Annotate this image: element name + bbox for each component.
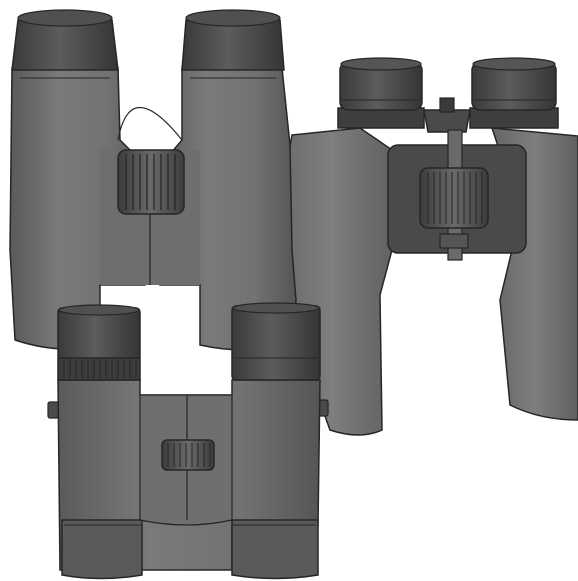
compact-right-barrel-bottom — [231, 519, 319, 580]
porro-left-eyepiece — [337, 57, 425, 129]
porro-focus-wheel — [419, 167, 489, 229]
porro-hinge — [423, 109, 471, 133]
roof-focus-wheel — [117, 149, 185, 215]
binoculars-porro-prism — [267, 57, 578, 436]
compact-left-eyepiece — [57, 304, 141, 381]
binoculars-compact — [47, 302, 329, 580]
binoculars-roof-prism-large — [9, 9, 297, 351]
compact-left-barrel-bottom — [61, 519, 143, 580]
compact-right-eyepiece — [231, 302, 321, 381]
compact-focus-wheel — [161, 439, 215, 471]
porro-right-eyepiece — [469, 57, 559, 129]
